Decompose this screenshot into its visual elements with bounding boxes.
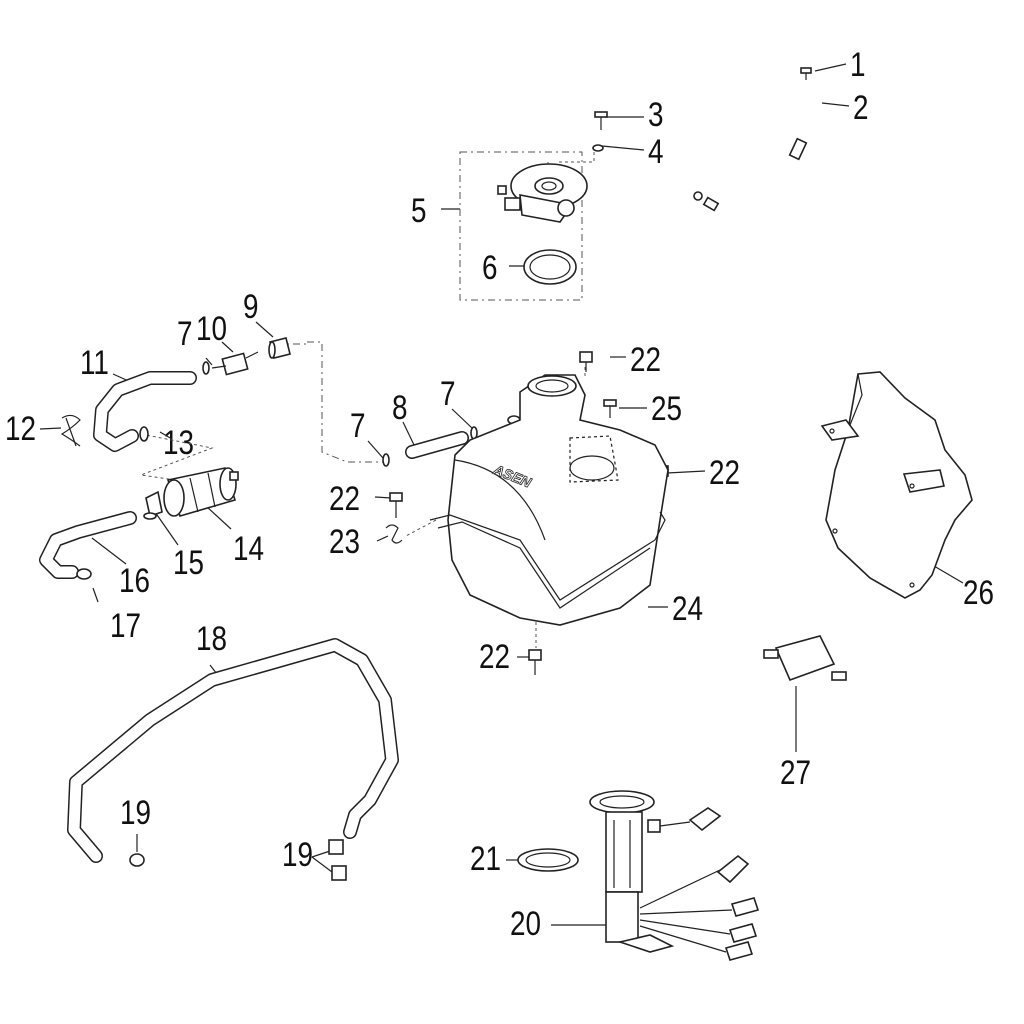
gasket-6 [523,249,577,285]
callout-11: 11 [80,343,109,381]
clamp-7b [382,453,390,467]
callout-2: 2 [853,88,869,126]
callout-24: 24 [672,589,703,627]
callout-10: 10 [196,309,227,347]
callout-7b: 7 [350,406,366,444]
callout-20: 20 [510,904,541,942]
callout-13: 13 [163,423,194,461]
callout-1: 1 [850,45,866,83]
callout-23: 23 [329,522,360,560]
callout-3: 3 [648,95,664,133]
hose-8 [405,431,469,459]
gasket-21 [517,848,579,872]
hose-16 [39,511,137,579]
callout-22c: 22 [329,479,360,517]
callout-15: 15 [173,543,204,581]
bolt-22d [528,649,542,675]
callout-21: 21 [470,839,501,877]
callout-18: 18 [196,619,227,657]
screw-1 [800,67,812,80]
clamp-19a [129,853,145,867]
screw-3 [594,111,608,130]
cable-2 [693,95,818,228]
callout-8: 8 [392,388,408,426]
fuel-tank-24: ASEN [429,374,669,626]
clamp-7a [202,361,210,375]
callout-16: 16 [119,561,150,599]
callout-22d: 22 [479,637,510,675]
bolt-22a [579,351,593,372]
callout-9: 9 [243,287,259,325]
callout-22b: 22 [709,453,740,491]
callout-19b: 19 [282,835,313,873]
callout-4: 4 [648,132,664,170]
hose-11 [93,371,197,452]
callout-labels: 1 2 3 4 5 6 7 10 9 11 12 13 7 8 7 22 25 … [5,45,994,942]
canister-14 [163,467,239,517]
filter-10 [211,351,259,376]
callout-12: 12 [5,409,36,447]
callout-17: 17 [110,606,141,644]
callout-5: 5 [411,191,427,229]
callout-19a: 19 [120,793,151,831]
clamp-19b [328,839,347,881]
screw-25 [603,399,617,418]
washer-4 [592,144,604,152]
callout-22a: 22 [630,340,661,378]
fuel-cap-5 [497,163,588,223]
callout-6: 6 [482,248,498,286]
connector-9 [268,337,291,359]
inline-filter-27 [763,635,847,682]
callout-7c: 7 [440,374,456,412]
callout-7a: 7 [177,314,193,352]
bolt-22c [389,492,403,518]
callout-25: 25 [651,389,682,427]
callout-26: 26 [963,573,994,611]
callout-14: 14 [233,529,264,567]
clip-23 [385,524,403,544]
hose-18 [67,638,399,863]
clamp-13 [139,426,149,442]
clip-12 [60,414,81,447]
heat-shield-26 [820,371,973,599]
bracket-15 [143,490,163,520]
callout-27: 27 [780,753,811,791]
fuel-pump-20 [589,790,760,961]
clamp-17 [76,568,92,580]
